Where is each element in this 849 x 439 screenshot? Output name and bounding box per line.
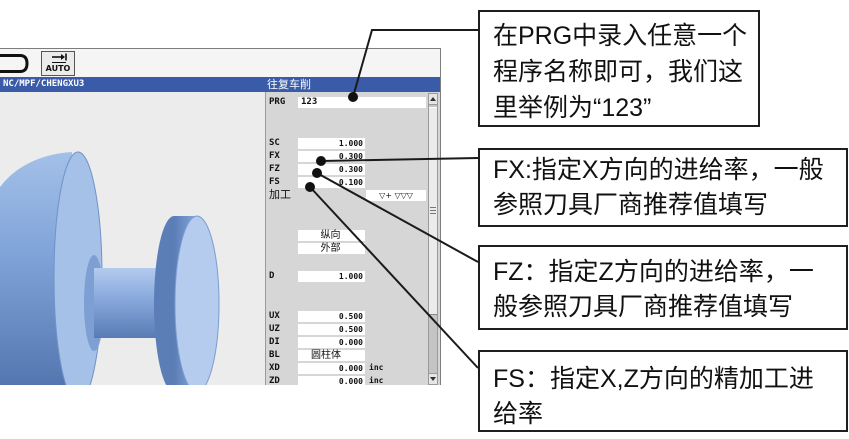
callout-line-fz	[316, 172, 479, 263]
param-row-fx: FX 0.300	[266, 150, 426, 162]
d-input[interactable]: 1.000	[298, 271, 365, 282]
param-label-fs: FS	[269, 177, 280, 187]
toolbar: AUTO	[0, 49, 440, 77]
param-label-fz: FZ	[269, 164, 280, 174]
zd-unit[interactable]: inc	[369, 376, 384, 385]
bracket-icon[interactable]	[0, 51, 33, 76]
callout-text-line: 在PRG中录入任意一个	[493, 22, 748, 50]
callout-text-line: 程序名称即可，我们这	[493, 58, 744, 86]
workpiece-render	[0, 151, 220, 385]
auto-mode-button[interactable]: AUTO	[41, 51, 75, 76]
auto-arrow-icon	[52, 53, 67, 63]
param-label-fx: FX	[269, 151, 280, 161]
callout-text-line: 参照刀具厂商推荐值填写	[493, 191, 769, 219]
param-label-machining: 加工	[269, 188, 291, 201]
fx-input[interactable]: 0.300	[298, 151, 365, 162]
param-label-uz: UZ	[269, 324, 280, 334]
di-input[interactable]: 0.000	[298, 337, 365, 348]
callout-text-line: FS：指定X,Z方向的精加工进	[493, 365, 814, 393]
xd-unit[interactable]: inc	[369, 363, 384, 372]
callout-text-line: FX:指定X方向的进给率，一般	[493, 156, 824, 184]
param-row-fz: FZ 0.300	[266, 163, 426, 175]
cycle-title: 往复车削	[267, 78, 311, 91]
scroll-down-button[interactable]	[429, 373, 437, 384]
scroll-up-button[interactable]	[429, 94, 437, 105]
callout-text-line: 给率	[493, 400, 544, 428]
callout-text-line: 里举例为“123”	[493, 94, 652, 122]
parameter-panel: PRG 123 SC 1.000 FX 0.300 FZ 0.300 FS 0.…	[265, 92, 440, 385]
scroll-down-arrow-icon	[430, 377, 436, 381]
workpiece-disk-face	[174, 215, 220, 385]
callout-fx: FX:指定X方向的进给率，一般 参照刀具厂商推荐值填写	[478, 148, 848, 227]
xd-input[interactable]: 0.000	[298, 363, 365, 374]
param-row-di: DI 0.000	[266, 336, 426, 348]
param-label-d: D	[269, 271, 275, 281]
fz-input[interactable]: 0.300	[298, 164, 365, 175]
ux-input[interactable]: 0.500	[298, 311, 365, 322]
callout-line-fs	[309, 186, 479, 369]
param-label-zd: ZD	[269, 376, 280, 385]
bl-select[interactable]: 圆柱体	[298, 350, 365, 361]
callout-fz: FZ：指定Z方向的进给率，一 般参照刀具厂商推荐值填写	[478, 245, 848, 330]
fs-input[interactable]: 0.100	[298, 177, 365, 188]
callout-line-fx	[320, 157, 479, 162]
param-label-bl: BL	[269, 350, 280, 360]
uz-input[interactable]: 0.500	[298, 324, 365, 335]
machining-select[interactable]: ▽+ ▽▽▽	[366, 190, 426, 201]
param-row-uz: UZ 0.500	[266, 323, 426, 335]
callout-line-prg	[352, 29, 478, 98]
auto-label: AUTO	[45, 64, 71, 73]
param-label-xd: XD	[269, 363, 280, 373]
param-row-d: D 1.000	[266, 270, 426, 282]
callout-fs: FS：指定X,Z方向的精加工进 给率	[478, 350, 848, 432]
workpiece-graphic	[0, 92, 265, 385]
scroll-thumb[interactable]	[429, 107, 437, 315]
param-label-ux: UX	[269, 311, 280, 321]
param-label-prg: PRG	[269, 97, 286, 107]
prg-input[interactable]: 123	[298, 97, 426, 108]
callout-dot-fz	[312, 168, 322, 178]
param-row-machining: 加工 ▽+ ▽▽▽	[266, 189, 426, 201]
param-row-bl: BL 圆柱体	[266, 349, 426, 361]
scroll-up-arrow-icon	[430, 97, 436, 101]
callout-prg: 在PRG中录入任意一个 程序名称即可，我们这 里举例为“123”	[478, 10, 760, 127]
scroll-grip-icon	[430, 207, 436, 214]
callout-dot-fx	[316, 156, 326, 166]
param-row-sc: SC 1.000	[266, 137, 426, 149]
callout-dot-fs	[305, 182, 315, 192]
callout-dot-prg	[348, 92, 358, 102]
zd-input[interactable]: 0.000	[298, 376, 365, 385]
position-select[interactable]: 外部	[298, 243, 365, 254]
param-row-xd: XD 0.000 inc	[266, 362, 426, 374]
callout-text-line: FZ：指定Z方向的进给率，一	[493, 258, 814, 286]
param-label-di: DI	[269, 337, 280, 347]
program-path: NC/MPF/CHENGXU3	[3, 79, 85, 89]
param-row-ux: UX 0.500	[266, 310, 426, 322]
param-row-prg: PRG 123	[266, 96, 426, 108]
header-bar: NC/MPF/CHENGXU3 往复车削	[0, 77, 440, 92]
param-row-zd: ZD 0.000 inc	[266, 375, 426, 385]
sc-input[interactable]: 1.000	[298, 138, 365, 149]
param-row-fs: FS 0.100	[266, 176, 426, 188]
param-row-position: 外部	[266, 242, 426, 254]
direction-select[interactable]: 纵向	[298, 230, 365, 241]
param-row-direction: 纵向	[266, 229, 426, 241]
callout-text-line: 般参照刀具厂商推荐值填写	[493, 293, 794, 321]
param-label-sc: SC	[269, 138, 280, 148]
workpiece-large-cylinder	[0, 152, 72, 385]
cnc-hmi-screen: AUTO NC/MPF/CHENGXU3 往复车削	[0, 48, 441, 385]
